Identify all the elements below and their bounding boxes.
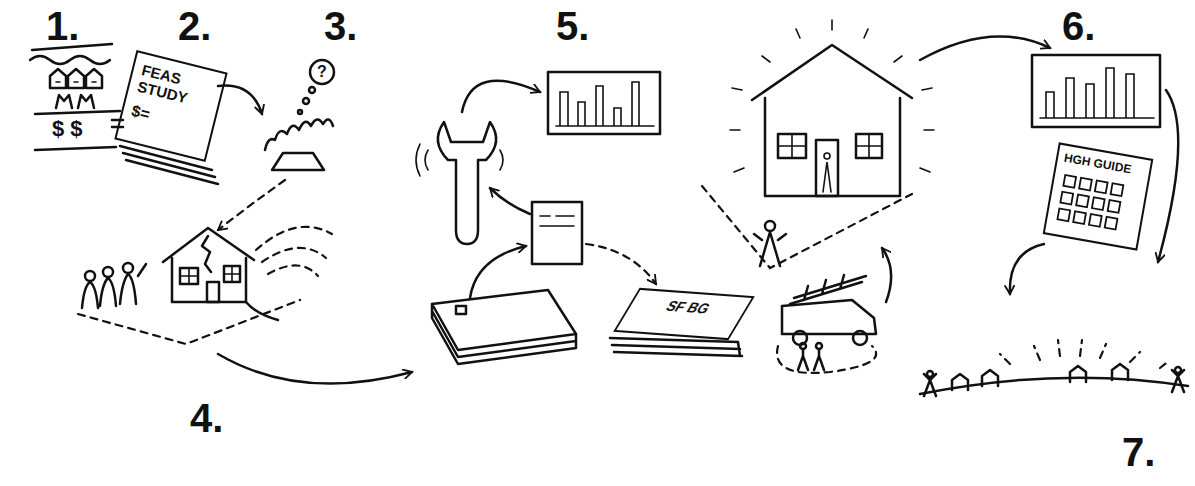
node-text: HGH GUIDE: [1063, 152, 1144, 179]
money-note: $ $: [52, 118, 83, 140]
step-number: 5.: [556, 6, 589, 46]
step-number: 4.: [190, 398, 223, 438]
step-number: 2.: [178, 6, 211, 46]
step-number: 7.: [1122, 432, 1155, 472]
report-stack: SF BG: [613, 288, 755, 340]
feasibility-study-doc: FEAS STUDY$=: [114, 50, 227, 162]
guide-book: HGH GUIDE: [1043, 142, 1154, 250]
question-mark: ?: [317, 64, 327, 80]
step-number: 1.: [46, 6, 79, 46]
step-number: 3.: [324, 6, 357, 46]
step-number: 6.: [1062, 6, 1095, 46]
node-text: $=: [130, 102, 206, 137]
guide-grid: [1052, 171, 1131, 240]
node-text: SF BG: [633, 296, 742, 319]
